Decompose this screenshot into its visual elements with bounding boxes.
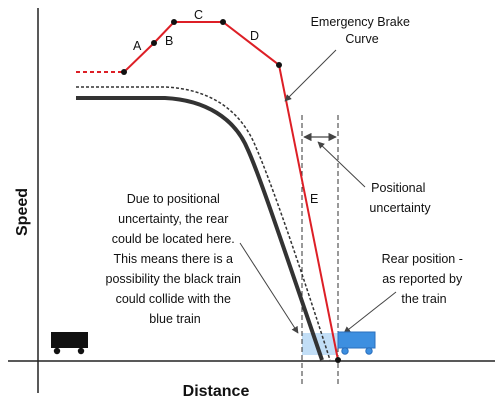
rear-position-label: Rear position - as reported by the train: [382, 252, 467, 306]
point-d-marker: [276, 62, 282, 68]
point-b-marker: [151, 40, 157, 46]
rear-position-pointer: [343, 291, 397, 334]
positional-uncertainty-pointer: [317, 141, 366, 188]
black-train-icon: [51, 332, 88, 355]
point-c-start-marker: [171, 19, 177, 25]
dotted-braking-curve: [76, 86, 331, 361]
point-e-label: E: [310, 192, 318, 206]
blue-train-icon: [337, 331, 376, 355]
point-c-label: C: [194, 8, 203, 22]
point-a-marker: [121, 69, 127, 75]
point-d-label: D: [250, 29, 259, 43]
point-b-label: B: [165, 34, 173, 48]
brake-end-marker: [335, 357, 341, 363]
point-c-end-marker: [220, 19, 226, 25]
positional-uncertainty-label: Positional uncertainty: [369, 181, 431, 215]
emergency-brake-label: Emergency Brake Curve: [311, 15, 414, 46]
collision-risk-pointer: [239, 242, 299, 334]
x-axis-label: Distance: [183, 383, 250, 400]
point-a-label: A: [133, 39, 142, 53]
emergency-brake-curve: [123, 21, 339, 361]
uncertainty-zone: [302, 333, 338, 355]
y-axis-label: Speed: [14, 188, 31, 236]
collision-risk-explanation: Due to positional uncertainty, the rear …: [106, 192, 245, 326]
black-train-braking-curve: [76, 96, 324, 361]
emergency-brake-pointer: [284, 49, 337, 102]
